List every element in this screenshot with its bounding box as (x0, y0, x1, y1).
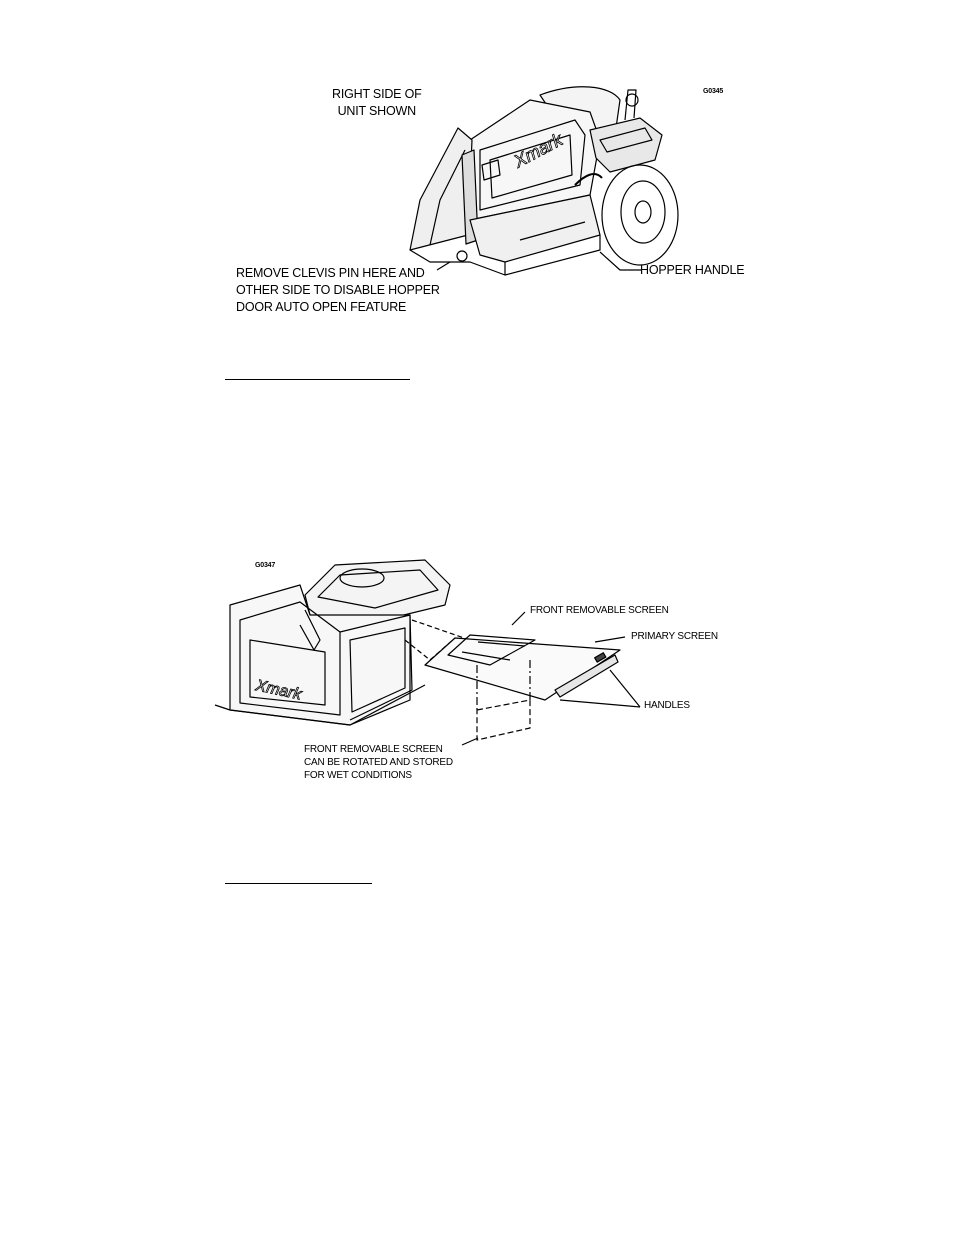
callout-hopper-handle: HOPPER HANDLE (640, 263, 745, 277)
callout-rotate-screen: FRONT REMOVABLE SCREEN CAN BE ROTATED AN… (304, 744, 453, 781)
figure-code: G0347 (255, 562, 276, 569)
callout-front-removable-screen: FRONT REMOVABLE SCREEN (530, 605, 669, 616)
view-note: RIGHT SIDE OF UNIT SHOWN (332, 87, 422, 118)
figure-code: G0345 (703, 88, 724, 95)
divider (225, 883, 372, 884)
callout-primary-screen: PRIMARY SCREEN (631, 631, 718, 642)
callout-handles: HANDLES (644, 700, 690, 711)
callout-clevis-pin: REMOVE CLEVIS PIN HERE AND OTHER SIDE TO… (236, 266, 440, 314)
divider (225, 379, 410, 380)
